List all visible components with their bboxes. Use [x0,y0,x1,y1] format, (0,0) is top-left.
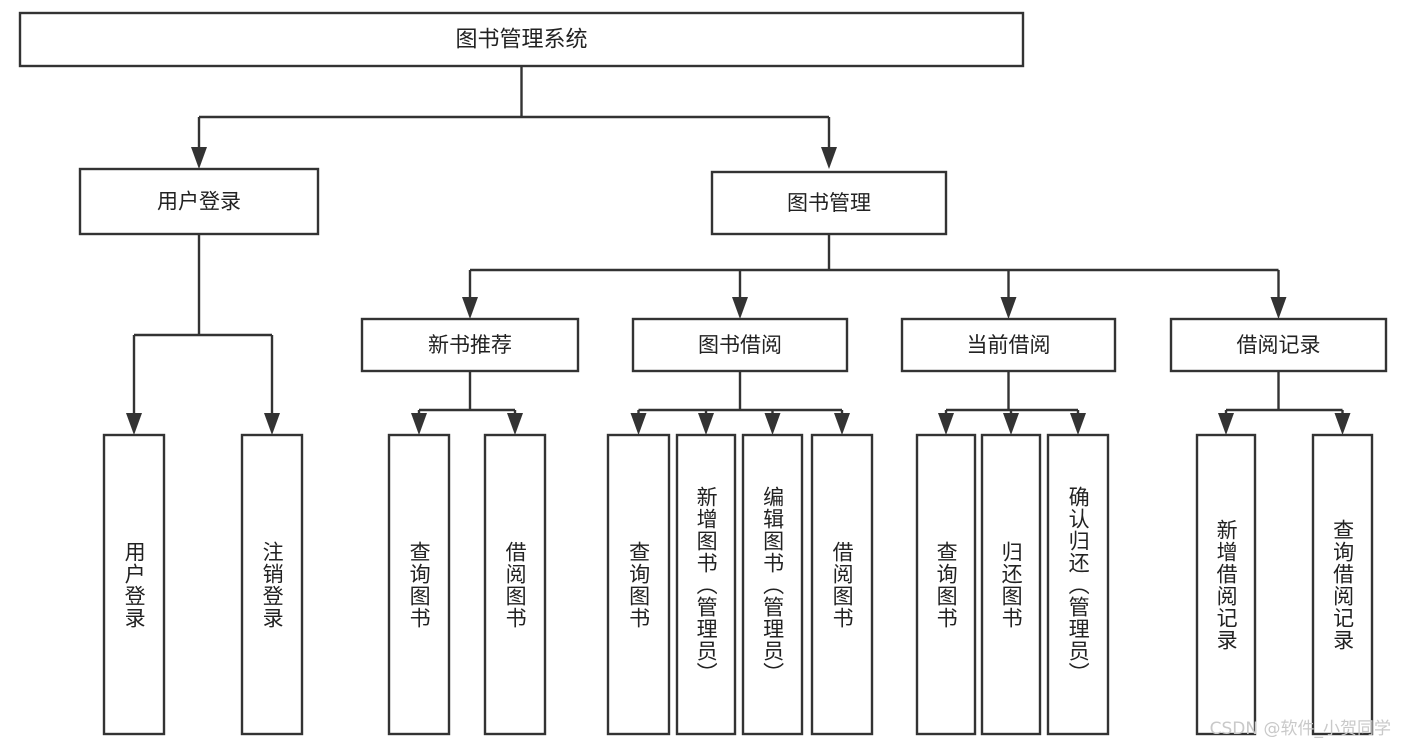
l3-2-arrow-icon-2 [1070,413,1086,435]
l3-3-arrow-icon-1 [1334,413,1351,435]
label-l3-0: 新书推荐 [428,333,512,357]
l3-2-arrow-icon-1 [1003,413,1019,435]
leaf-box-8[interactable] [915,433,977,736]
leaf-box-0[interactable] [102,433,166,736]
l3-1-arrow-icon-3 [834,413,850,435]
leaf-box-9[interactable] [980,433,1042,736]
leaf-box-1[interactable] [240,433,304,736]
l3-3-arrow-icon-0 [1218,413,1234,435]
leaf-box-4[interactable] [606,433,671,736]
l3-1-arrow-icon-1 [698,413,714,435]
leaf-box-6[interactable] [741,433,804,736]
leaf-box-7[interactable] [810,433,874,736]
books-arrow-icon-1 [732,297,748,319]
books-arrow-icon-2 [1000,297,1017,319]
leaf-box-2[interactable] [387,433,451,736]
node-图书管理系统-root[interactable] [18,11,1025,68]
label-l2-0: 用户登录 [157,190,241,214]
label-l2-1: 图书管理 [787,191,871,215]
root-arrow-icon-1 [821,147,837,169]
node-新书推荐-l3[interactable] [360,317,580,373]
l3-2-arrow-icon-0 [938,413,954,435]
leaf-box-12[interactable] [1311,433,1374,736]
label-l3-2: 当前借阅 [967,333,1051,357]
books-arrow-icon-0 [462,297,478,319]
leaf-box-11[interactable] [1195,433,1257,736]
node-图书管理-l2[interactable] [710,170,948,236]
login-arrow-icon-0 [126,413,142,435]
node-当前借阅-l3[interactable] [900,317,1117,373]
books-arrow-icon-3 [1270,297,1287,319]
l3-0-arrow-icon-1 [507,413,523,435]
csdn-watermark: CSDN @软件_小贺同学 [1209,719,1391,739]
l3-1-arrow-icon-0 [630,413,647,435]
leaf-box-10[interactable] [1046,433,1110,736]
label-l3-3: 借阅记录 [1237,333,1321,357]
node-用户登录-l2[interactable] [78,167,320,236]
root-arrow-icon-0 [191,147,207,169]
root-title-label: 图书管理系统 [455,28,587,53]
l3-1-arrow-icon-2 [764,413,781,435]
connector-layer [126,66,1351,435]
label-l3-1: 图书借阅 [698,333,782,357]
l3-0-arrow-icon-0 [411,413,427,435]
login-arrow-icon-1 [264,413,280,435]
box-layer [18,11,1388,736]
node-图书借阅-l3[interactable] [631,317,849,373]
leaf-box-5[interactable] [675,433,737,736]
leaf-box-3[interactable] [483,433,547,736]
node-借阅记录-l3[interactable] [1169,317,1388,373]
